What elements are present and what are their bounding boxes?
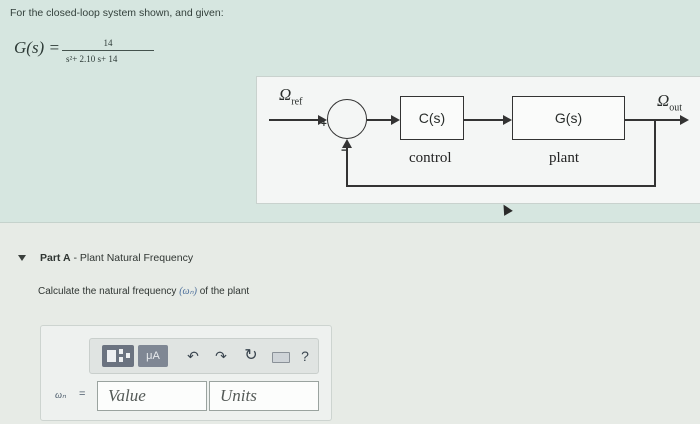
value-input[interactable]: [97, 381, 207, 411]
problem-statement-panel: For the closed-loop system shown, and gi…: [0, 0, 700, 223]
feedback-arrow: [342, 139, 352, 148]
answer-box: μA ↶ ↷ ↻ ? ωₙ =: [40, 325, 332, 421]
fraction-bar: [62, 50, 154, 51]
tf-denominator: s²+ 2.10 s+ 14: [66, 54, 118, 64]
controller-label: control: [409, 150, 452, 166]
equals-sign: =: [79, 388, 86, 400]
block-diagram: Ωref + − C(s) control G(s) plant Ωout: [256, 76, 700, 204]
units-button[interactable]: μA: [138, 345, 168, 367]
plus-sign: +: [321, 119, 327, 130]
output-signal-label: Ωout: [657, 91, 683, 114]
output-arrow: [680, 115, 689, 125]
help-button[interactable]: ?: [301, 348, 309, 364]
part-a-header[interactable]: Part A - Plant Natural Frequency: [18, 252, 193, 264]
controller-block: C(s): [400, 96, 464, 140]
undo-icon[interactable]: ↶: [187, 348, 199, 364]
units-input[interactable]: [209, 381, 319, 411]
minus-sign: −: [341, 143, 349, 157]
keyboard-icon[interactable]: [270, 345, 290, 367]
feedback-wire-up: [346, 147, 348, 186]
templates-icon[interactable]: [102, 345, 134, 367]
error-arrow: [391, 115, 400, 125]
answer-toolbar: μA ↶ ↷ ↻ ?: [89, 338, 319, 374]
wn-label: ωₙ: [55, 390, 67, 401]
problem-intro: For the closed-loop system shown, and gi…: [10, 7, 224, 19]
input-arrow: [318, 115, 327, 125]
summing-junction: [327, 99, 367, 139]
transfer-function-label: G(s) =: [14, 38, 60, 57]
collapse-caret-icon[interactable]: [18, 255, 26, 262]
tf-numerator: 14: [103, 38, 113, 48]
feedback-wire-bottom: [346, 185, 656, 187]
control-wire: [464, 119, 504, 121]
reset-icon[interactable]: ↻: [244, 347, 258, 364]
feedback-wire-down: [654, 120, 656, 186]
input-wire: [269, 119, 319, 121]
control-arrow: [503, 115, 512, 125]
plant-block: G(s): [512, 96, 625, 140]
error-wire: [367, 119, 392, 121]
input-signal-label: Ωref: [279, 85, 303, 108]
part-a-instruction: Calculate the natural frequency (ωₙ) of …: [38, 286, 250, 297]
redo-icon[interactable]: ↷: [215, 348, 227, 364]
output-wire: [625, 119, 681, 121]
plant-label: plant: [549, 150, 579, 166]
